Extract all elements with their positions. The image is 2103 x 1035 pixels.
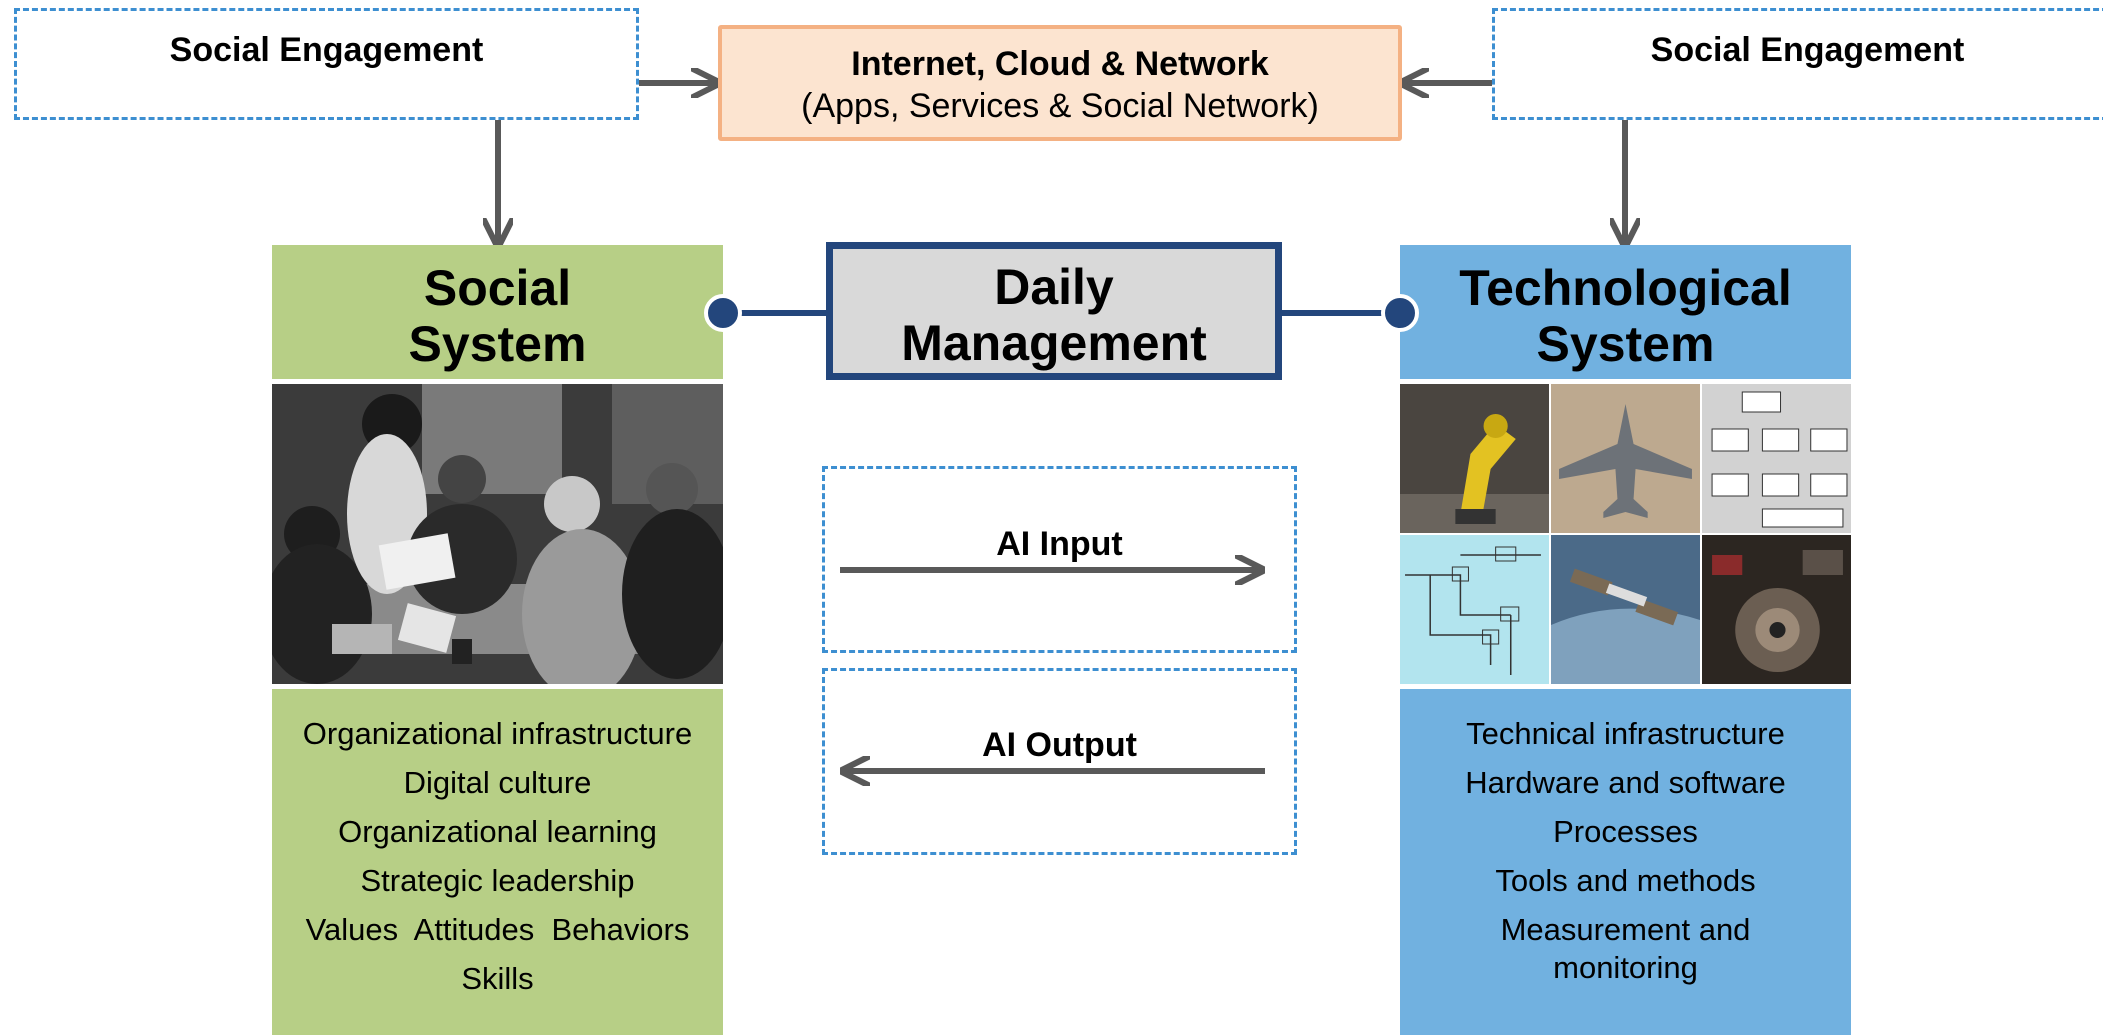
social-meeting-photo	[272, 384, 723, 684]
fighter-jet-image	[1551, 384, 1700, 533]
social-system-list: Organizational infrastructure Digital cu…	[272, 689, 723, 1035]
tech-system-title-line1: Technological	[1459, 260, 1792, 316]
connector-social-dm	[723, 310, 828, 316]
social-system-title-line1: Social	[423, 260, 572, 316]
tech-system-title-line2: System	[1536, 316, 1715, 372]
technological-system-header: Technological System	[1400, 245, 1851, 379]
engine-machinery-image	[1702, 535, 1851, 684]
tech-item: Hardware and software	[1465, 765, 1786, 800]
social-item: Values Attitudes Behaviors	[305, 912, 690, 947]
social-engagement-right-label: Social Engagement	[1650, 31, 1965, 69]
social-system-title-line2: System	[408, 316, 587, 372]
space-station-image	[1551, 535, 1700, 684]
ai-output-label: AI Output	[982, 726, 1137, 764]
daily-management-line2: Management	[901, 315, 1207, 371]
internet-subtitle: (Apps, Services & Social Network)	[801, 87, 1319, 125]
social-engagement-left-label: Social Engagement	[169, 31, 484, 69]
tech-item: Tools and methods	[1495, 863, 1756, 898]
connector-dm-tech	[1280, 310, 1400, 316]
social-engagement-right-box: Social Engagement	[1492, 8, 2103, 120]
social-item: Organizational learning	[338, 814, 657, 849]
technological-system-list: Technical infrastructure Hardware and so…	[1400, 689, 1851, 1035]
robot-arm-image	[1400, 384, 1549, 533]
ai-input-label: AI Input	[996, 525, 1123, 563]
ai-input-box: AI Input	[822, 466, 1297, 653]
social-engagement-left-box: Social Engagement	[14, 8, 639, 120]
daily-management-box: Daily Management	[826, 242, 1282, 380]
daily-management-line1: Daily	[994, 259, 1114, 315]
circuit-diagram-image	[1400, 535, 1549, 684]
social-item: Strategic leadership	[360, 863, 635, 898]
social-item: Digital culture	[403, 765, 592, 800]
ai-output-box: AI Output	[822, 668, 1297, 855]
tech-item: Technical infrastructure	[1466, 716, 1785, 751]
tech-item: Measurement and monitoring	[1500, 912, 1751, 985]
connector-dot-right	[1381, 294, 1419, 332]
social-system-header: Social System	[272, 245, 723, 379]
social-item: Organizational infrastructure	[302, 716, 693, 751]
technology-photo-collage	[1400, 384, 1851, 684]
connector-dot-left	[704, 294, 742, 332]
social-item: Skills	[461, 961, 534, 996]
internet-cloud-network-box: Internet, Cloud & Network (Apps, Service…	[718, 25, 1402, 141]
tech-item: Processes	[1553, 814, 1698, 849]
internet-title: Internet, Cloud & Network	[851, 45, 1269, 83]
flowchart-document-image	[1702, 384, 1851, 533]
